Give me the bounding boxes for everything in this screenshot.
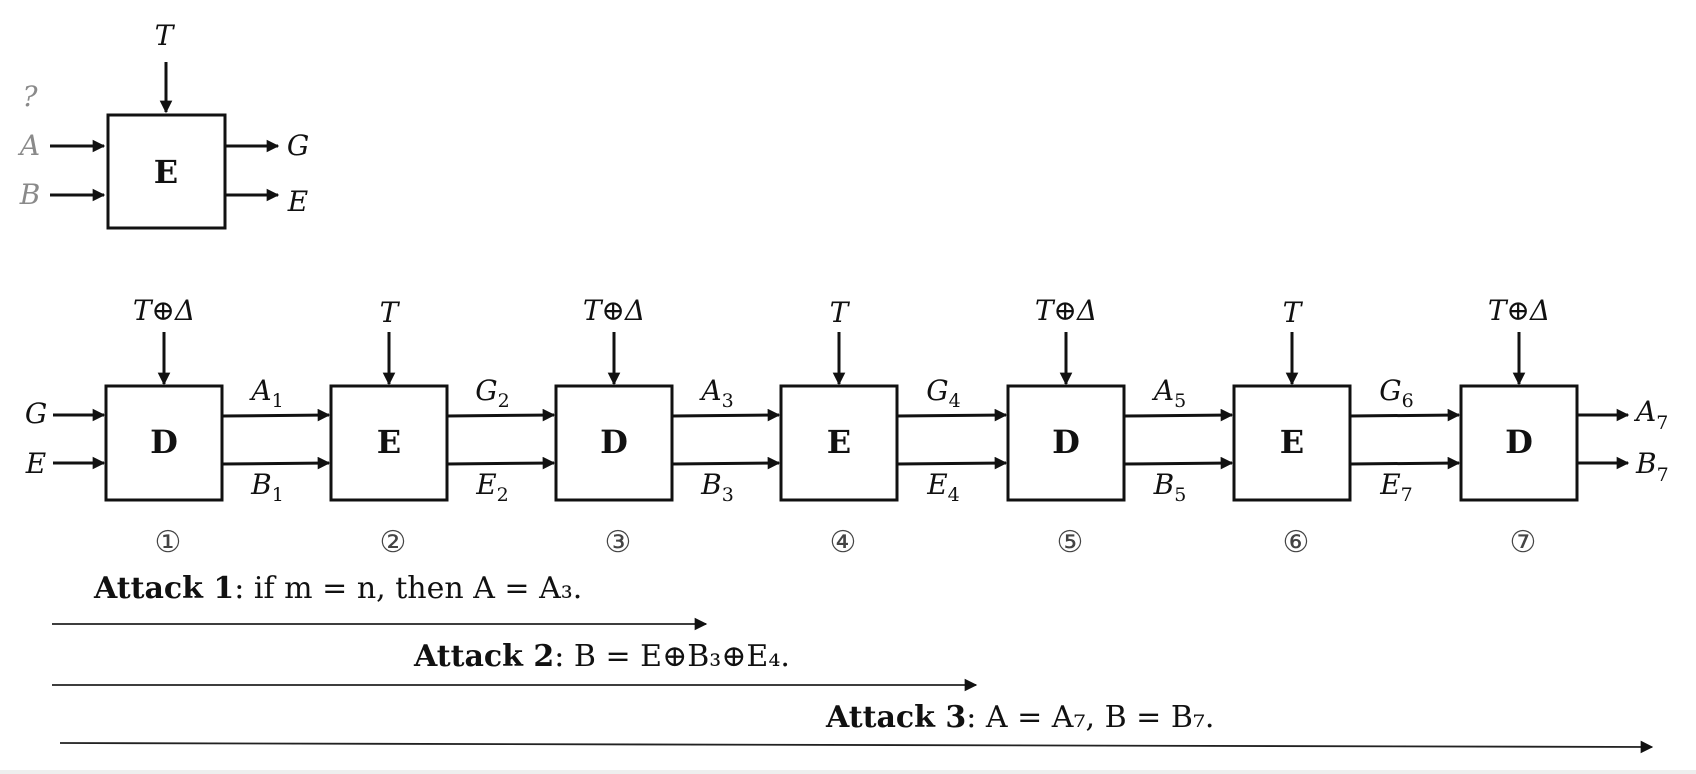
block-box bbox=[1232, 384, 1352, 502]
block-tweak-label: T⊕Δ bbox=[133, 294, 195, 327]
step-number: ④ bbox=[830, 525, 857, 560]
link-bottom-arrow bbox=[221, 456, 331, 470]
attack-1: Attack 1: if m = n, then A = A₃. bbox=[52, 571, 708, 631]
legend-output-g: G bbox=[287, 129, 309, 162]
chain-input-e: E bbox=[25, 447, 46, 480]
block-type-label: E bbox=[377, 423, 401, 461]
link-top-label: G6 bbox=[1379, 374, 1413, 412]
link-top-label: G2 bbox=[475, 374, 509, 412]
cipher-chain: D T⊕Δ ① E T ② D T⊕Δ ③ E T ④ D T⊕Δ ⑤ E T ⑥ D T⊕Δ ⑦ bbox=[104, 294, 1579, 560]
block-type-label: E bbox=[827, 423, 851, 461]
chain-input-g: G bbox=[25, 397, 47, 430]
link-top-arrow bbox=[671, 408, 781, 422]
block-tweak-label: T⊕Δ bbox=[1488, 294, 1550, 327]
link-bottom-arrow bbox=[1123, 456, 1234, 470]
block-4: E T ④ bbox=[779, 296, 899, 560]
legend-block: T ? A B E G E bbox=[17, 19, 309, 230]
block-box bbox=[329, 384, 449, 502]
attack-3-arrow bbox=[59, 740, 1654, 754]
bottom-border bbox=[0, 770, 1696, 774]
block-6: E T ⑥ bbox=[1232, 296, 1352, 560]
block-tweak-label: T⊕Δ bbox=[583, 294, 645, 327]
legend-input-a: A bbox=[17, 129, 40, 162]
link-bottom-label: E4 bbox=[926, 468, 960, 506]
step-number: ③ bbox=[605, 525, 632, 560]
link-bottom-arrow bbox=[446, 456, 556, 470]
link-top-arrow bbox=[221, 408, 331, 422]
block-tweak-label: T bbox=[830, 296, 851, 329]
step-number: ⑤ bbox=[1057, 525, 1084, 560]
legend-input-b: B bbox=[19, 178, 41, 211]
link-top-label: A3 bbox=[698, 374, 733, 412]
attack-1-label: Attack 1: if m = n, then A = A₃. bbox=[93, 571, 582, 606]
block-2: E T ② bbox=[329, 296, 449, 560]
block-5: D T⊕Δ ⑤ bbox=[1006, 294, 1126, 560]
link-bottom-arrow bbox=[896, 456, 1008, 470]
link-bottom-label: B1 bbox=[250, 468, 284, 506]
block-type-label: D bbox=[600, 423, 628, 461]
legend-e-box bbox=[106, 113, 227, 230]
legend-e-label: E bbox=[154, 153, 178, 191]
block-box bbox=[1459, 384, 1579, 502]
link-top-arrow bbox=[1123, 408, 1234, 422]
attack-2-label: Attack 2: B = E⊕B₃⊕E₄. bbox=[413, 639, 790, 674]
block-type-label: D bbox=[1505, 423, 1533, 461]
step-number: ⑥ bbox=[1283, 525, 1310, 560]
unknown-mark: ? bbox=[22, 80, 38, 113]
legend-tweak-label: T bbox=[155, 19, 176, 52]
block-1: D T⊕Δ ① bbox=[104, 294, 224, 560]
link-top-label: A1 bbox=[248, 374, 283, 412]
block-type-label: D bbox=[1052, 423, 1080, 461]
block-tweak-label: T bbox=[380, 296, 401, 329]
link-bottom-label: E2 bbox=[475, 468, 509, 506]
link-bottom-arrow bbox=[1349, 456, 1461, 470]
step-number: ⑦ bbox=[1510, 525, 1537, 560]
block-tweak-label: T bbox=[1283, 296, 1304, 329]
link-top-label: G4 bbox=[926, 374, 960, 412]
block-type-label: D bbox=[150, 423, 178, 461]
legend-output-e: E bbox=[287, 185, 308, 218]
block-7: D T⊕Δ ⑦ bbox=[1459, 294, 1579, 560]
link-top-arrow bbox=[1349, 408, 1461, 422]
block-box bbox=[104, 384, 224, 502]
link-bottom-label: E7 bbox=[1379, 468, 1413, 506]
block-tweak-label: T⊕Δ bbox=[1035, 294, 1097, 327]
attack-2: Attack 2: B = E⊕B₃⊕E₄. bbox=[52, 639, 978, 692]
link-bottom-label: B3 bbox=[700, 468, 734, 506]
link-bottom-label: B5 bbox=[1153, 468, 1187, 506]
link-top-arrow bbox=[446, 408, 556, 422]
block-box bbox=[554, 384, 674, 502]
step-number: ① bbox=[155, 525, 182, 560]
block-box bbox=[779, 384, 899, 502]
block-3: D T⊕Δ ③ bbox=[554, 294, 674, 560]
step-number: ② bbox=[380, 525, 407, 560]
link-bottom-arrow bbox=[671, 456, 781, 470]
block-box bbox=[1006, 384, 1126, 502]
attack-3: Attack 3: A = A₇, B = B₇. bbox=[59, 700, 1654, 754]
block-type-label: E bbox=[1280, 423, 1304, 461]
link-top-label: A5 bbox=[1151, 374, 1186, 412]
output-a7-label: A7 bbox=[1633, 395, 1668, 434]
output-b7-label: B7 bbox=[1635, 447, 1669, 486]
link-top-arrow bbox=[896, 408, 1008, 422]
attack-3-label: Attack 3: A = A₇, B = B₇. bbox=[825, 700, 1214, 735]
